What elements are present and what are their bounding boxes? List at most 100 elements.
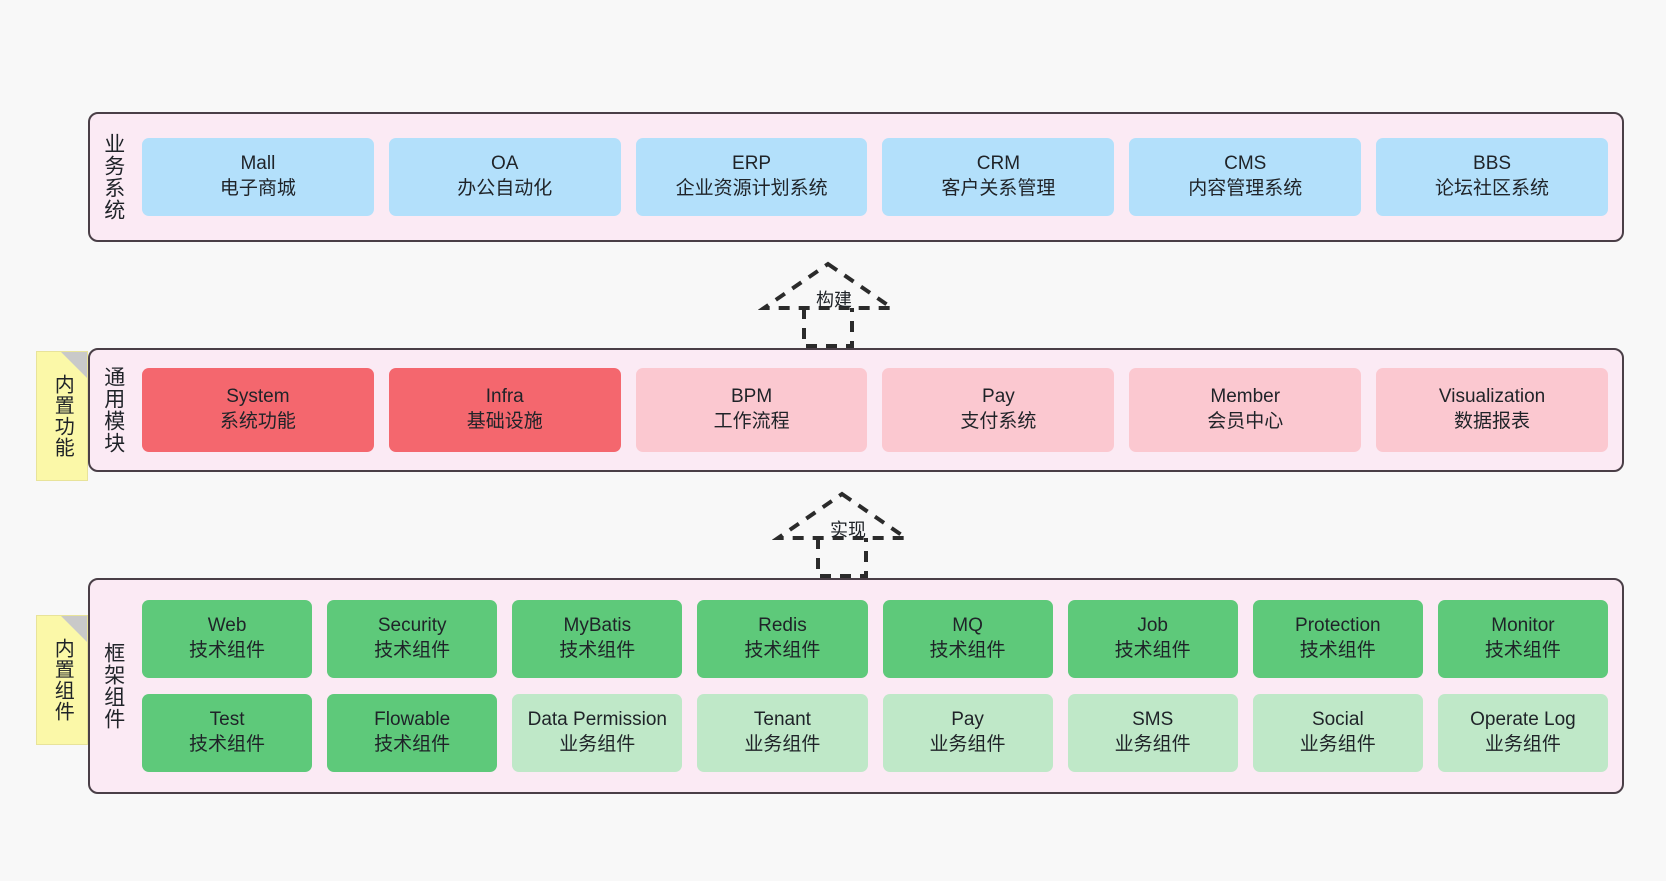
cell-name: Data Permission	[527, 709, 667, 731]
cell-name: Visualization	[1438, 386, 1546, 408]
cell-name: Tenant	[753, 709, 811, 731]
layer-common-modules: 通用模块 System 系统功能 Infra 基础设施 BPM 工作流程 Pay 支付系统 Me…	[88, 348, 1624, 472]
cell-name: Protection	[1295, 615, 1381, 637]
cell-name: Pay	[982, 386, 1015, 408]
cell-name: Web	[207, 615, 247, 637]
layer-modules-body: System 系统功能 Infra 基础设施 BPM 工作流程 Pay 支付系统 Member 会…	[136, 350, 1622, 470]
component-card-sms[interactable]: SMS 业务组件	[1067, 694, 1238, 772]
cell-desc: 企业资源计划系统	[675, 178, 828, 199]
business-card-bbs[interactable]: BBS 论坛社区系统	[1376, 138, 1608, 216]
cell-name: System	[226, 386, 290, 408]
cell-desc: 工作流程	[713, 411, 790, 432]
cell-desc: 电子商城	[219, 178, 296, 199]
connector-implement-shape	[772, 491, 912, 578]
cell-desc: 技术组件	[374, 734, 451, 755]
cell-desc: 业务组件	[929, 734, 1006, 755]
module-card-bpm[interactable]: BPM 工作流程	[635, 368, 868, 452]
cell-desc: 支付系统	[960, 411, 1037, 432]
business-card-crm[interactable]: CRM 客户关系管理	[882, 138, 1115, 216]
cell-name: Flowable	[374, 709, 451, 731]
note-builtin-components-label: 内置组件	[51, 638, 74, 722]
cell-desc: 技术组件	[189, 640, 266, 661]
note-builtin-features: 内置功能	[36, 351, 88, 481]
cell-desc: 会员中心	[1207, 411, 1284, 432]
cell-desc: 技术组件	[374, 640, 451, 661]
cell-name: MyBatis	[563, 615, 632, 637]
component-card-security[interactable]: Security 技术组件	[327, 600, 498, 678]
business-card-cms[interactable]: CMS 内容管理系统	[1129, 138, 1362, 216]
cell-name: Social	[1311, 709, 1364, 731]
connector-build-label: 构建	[816, 290, 852, 310]
cell-name: Redis	[758, 615, 807, 637]
cell-name: Job	[1137, 615, 1168, 637]
business-card-oa[interactable]: OA 办公自动化	[388, 138, 621, 216]
cell-name: CMS	[1224, 153, 1267, 175]
cell-name: Test	[209, 709, 245, 731]
cell-desc: 业务组件	[1114, 734, 1191, 755]
connector-build: 构建	[758, 258, 898, 350]
component-card-operate-log[interactable]: Operate Log 业务组件	[1437, 694, 1608, 772]
cell-desc: 客户关系管理	[941, 178, 1056, 199]
module-card-visualization[interactable]: Visualization 数据报表	[1376, 368, 1608, 452]
connector-build-shape	[758, 261, 898, 348]
component-card-web[interactable]: Web 技术组件	[142, 600, 313, 678]
component-card-job[interactable]: Job 技术组件	[1067, 600, 1238, 678]
cell-desc: 内容管理系统	[1188, 178, 1303, 199]
cell-name: OA	[491, 153, 519, 175]
cell-desc: 系统功能	[219, 411, 296, 432]
cell-desc: 业务组件	[1299, 734, 1376, 755]
cell-name: Operate Log	[1470, 709, 1576, 731]
component-card-social[interactable]: Social 业务组件	[1252, 694, 1423, 772]
layer-business-title: 业务系统	[101, 133, 125, 221]
cell-name: Security	[377, 615, 447, 637]
cell-name: CRM	[976, 153, 1021, 175]
cell-desc: 办公自动化	[457, 178, 553, 199]
cell-name: SMS	[1132, 709, 1174, 731]
module-card-infra[interactable]: Infra 基础设施	[388, 368, 621, 452]
cell-desc: 论坛社区系统	[1435, 178, 1550, 199]
cell-name: Monitor	[1491, 615, 1555, 637]
cell-name: BPM	[730, 386, 773, 408]
note-fold-corner-icon	[61, 352, 87, 378]
business-card-erp[interactable]: ERP 企业资源计划系统	[635, 138, 868, 216]
cell-desc: 技术组件	[929, 640, 1006, 661]
component-card-flowable[interactable]: Flowable 技术组件	[327, 694, 498, 772]
cell-name: Pay	[951, 709, 984, 731]
module-card-system[interactable]: System 系统功能	[142, 368, 374, 452]
cell-name: ERP	[732, 153, 772, 175]
component-card-pay[interactable]: Pay 业务组件	[882, 694, 1053, 772]
layer-modules-title: 通用模块	[101, 366, 125, 454]
component-card-test[interactable]: Test 技术组件	[142, 694, 313, 772]
module-card-member[interactable]: Member 会员中心	[1129, 368, 1362, 452]
cell-desc: 业务组件	[744, 734, 821, 755]
cell-name: Infra	[485, 386, 524, 408]
module-card-pay[interactable]: Pay 支付系统	[882, 368, 1115, 452]
cell-desc: 技术组件	[189, 734, 266, 755]
cell-desc: 技术组件	[1114, 640, 1191, 661]
component-card-data-permission[interactable]: Data Permission 业务组件	[512, 694, 683, 772]
cell-name: BBS	[1473, 153, 1512, 175]
cell-desc: 基础设施	[466, 411, 543, 432]
cell-name: Member	[1210, 386, 1281, 408]
cell-desc: 数据报表	[1454, 411, 1531, 432]
component-card-tenant[interactable]: Tenant 业务组件	[697, 694, 868, 772]
layer-components-title: 框架组件	[101, 642, 125, 730]
connector-implement: 实现	[772, 488, 912, 580]
note-builtin-components: 内置组件	[36, 615, 88, 745]
cell-desc: 业务组件	[1484, 734, 1561, 755]
cell-desc: 业务组件	[559, 734, 636, 755]
